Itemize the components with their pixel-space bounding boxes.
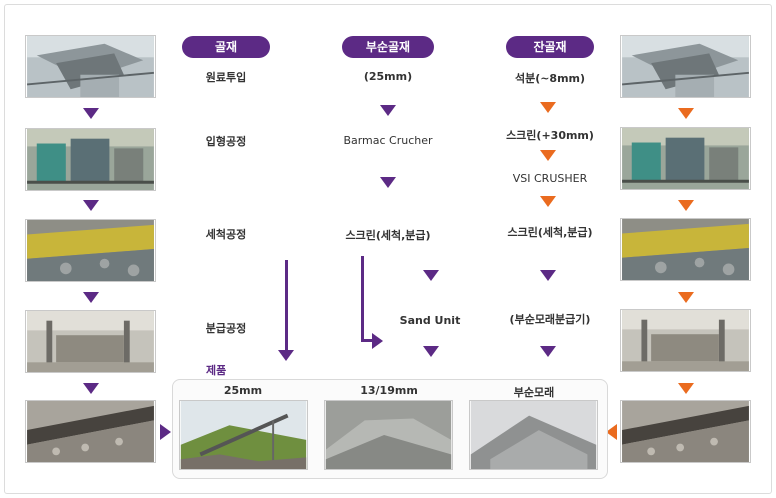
product-image-25mm: [179, 400, 308, 470]
product-title-3: 부순모래: [513, 386, 555, 399]
right-screen2-label: 스크린(세척,분급): [507, 226, 593, 239]
middle-arrow-down-2: [380, 177, 396, 188]
left-product-line: [285, 260, 288, 350]
stage-washing: 세척공정: [205, 228, 247, 241]
middle-arrow-down-1: [380, 105, 396, 116]
right-arrow-down-2: [678, 200, 694, 211]
left-photo-crusher-plant: [25, 128, 156, 191]
right-col-arrow-down-2: [540, 150, 556, 161]
right-col-arrow-down-5: [540, 346, 556, 357]
product-title-1: 25mm: [223, 384, 263, 397]
header-aggregate: 골재: [182, 36, 270, 58]
right-col-arrow-down-4: [540, 270, 556, 281]
middle-bend-line-vertical: [361, 256, 364, 342]
right-photo-hopper: [620, 35, 751, 98]
right-classifier-label: (부순모래분급기): [509, 313, 591, 326]
right-arrow-down-3: [678, 292, 694, 303]
middle-size-label: (25mm): [363, 70, 413, 83]
left-photo-conveyor: [25, 400, 156, 463]
right-photo-crusher-plant: [620, 127, 751, 190]
middle-arrow-down-3: [423, 270, 439, 281]
middle-screen-label: 스크린(세척,분급): [345, 229, 431, 242]
left-arrow-down-1: [83, 108, 99, 119]
left-product-arrowhead: [278, 350, 294, 361]
product-title-2: 13/19mm: [360, 384, 418, 397]
right-arrow-down-4: [678, 383, 694, 394]
middle-bend-line-horizontal: [361, 339, 375, 342]
product-image-13-19mm: [324, 400, 453, 470]
left-arrow-down-3: [83, 292, 99, 303]
left-photo-wash-plant: [25, 310, 156, 373]
diagram-frame: [4, 4, 772, 494]
right-screen1-label: 스크린(+30mm): [506, 129, 594, 142]
right-photo-vibrating-screen: [620, 218, 751, 281]
right-col-arrow-down-1: [540, 102, 556, 113]
right-arrow-down-1: [678, 108, 694, 119]
right-photo-sand-classifier: [620, 309, 751, 372]
left-photo-vibrating-screen: [25, 219, 156, 282]
right-crusher-label: VSI CRUSHER: [512, 172, 588, 185]
left-arrow-right-to-product: [160, 424, 171, 440]
product-label: 제품: [206, 364, 227, 377]
left-arrow-down-4: [83, 383, 99, 394]
header-crushed-aggregate: 부순골재: [342, 36, 434, 58]
right-col-arrow-down-3: [540, 196, 556, 207]
stage-shaping: 입형공정: [205, 135, 247, 148]
right-arrow-left-to-product: [606, 424, 617, 440]
middle-arrow-down-4: [423, 346, 439, 357]
header-fine-aggregate: 잔골재: [506, 36, 594, 58]
right-photo-conveyor: [620, 400, 751, 463]
middle-sand-unit-label: Sand Unit: [399, 314, 461, 327]
middle-bend-arrowhead: [372, 333, 383, 349]
product-image-crushed-sand: [469, 400, 598, 470]
stage-classification: 분급공정: [205, 322, 247, 335]
stage-raw-input: 원료투입: [205, 71, 247, 84]
left-photo-hopper: [25, 35, 156, 98]
right-input-label: 석분(~8mm): [514, 72, 586, 85]
middle-crusher-label: Barmac Crucher: [343, 134, 433, 147]
left-arrow-down-2: [83, 200, 99, 211]
